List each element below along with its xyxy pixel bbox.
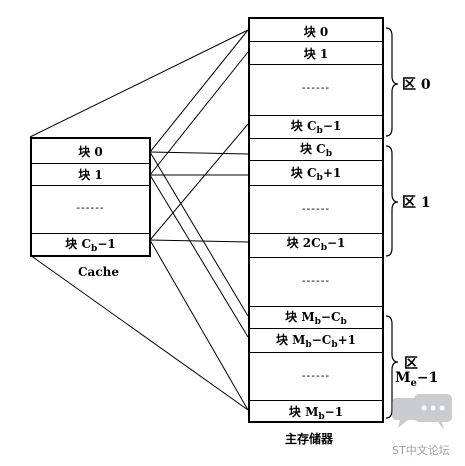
divider [250,64,382,65]
watermark-logo-icon [390,392,460,440]
cache-box: 块 0 块 1 ------ 块 Cb−1 [30,137,151,257]
mem-block-2cb-1: 块 2Cb−1 [286,236,346,253]
cache-block-1: 块 1 [78,168,103,182]
zone-1-label: 区 1 [402,195,431,211]
zone-last-label-b: Me−1 [395,370,439,389]
map-line [149,51,249,176]
divider [250,257,382,258]
brace-zone-last [385,315,399,419]
map-line [149,151,249,317]
cache-block-0: 块 0 [78,145,103,159]
mem-block-mb-cb+1: 块 Mb−Cb+1 [275,333,357,350]
divider [250,41,382,42]
mem-block-cb-1: 块 Cb−1 [290,119,342,136]
mem-block-1: 块 1 [303,47,329,61]
main-memory-caption: 主存储器 [285,432,334,446]
mem-block-0: 块 0 [303,25,329,39]
map-line [149,29,249,153]
divider [250,306,382,307]
brace-zone-1 [385,145,399,257]
mem-block-mb-1: 块 Mb−1 [288,405,344,422]
map-line [149,151,249,155]
map-line [149,239,249,243]
divider [32,233,149,234]
divider [250,138,382,139]
divider [32,163,149,164]
map-line [149,239,249,411]
mem-block-cb: 块 Cb [299,142,333,159]
zone-last-label-a: 区 [404,356,418,372]
divider [250,115,382,116]
zone-0-label: 区 0 [402,77,431,93]
mem-ellipsis-4: ------ [301,369,331,382]
map-line [149,123,249,241]
divider [250,185,382,186]
mem-block-cb+1: 块 Cb+1 [290,166,342,183]
mem-ellipsis-1: ------ [301,81,331,94]
divider [32,185,149,186]
cache-block-cb-1: 块 Cb−1 [65,237,116,254]
mem-ellipsis-3: ------ [301,274,331,287]
cache-caption: Cache [78,265,119,279]
divider [250,160,382,161]
map-line [29,29,249,138]
main-memory-box: 块 0 块 1 ------ 块 Cb−1 块 Cb 块 Cb+1 ------… [248,17,384,423]
mem-block-mb-cb: 块 Mb−Cb [285,310,347,327]
watermark-text: ST中文论坛 [392,444,450,457]
divider [250,233,382,234]
mem-ellipsis-2: ------ [301,202,331,215]
divider [250,400,382,401]
map-line [29,254,249,411]
divider [250,352,382,353]
cache-ellipsis: ------ [76,201,105,214]
brace-zone-0 [385,27,399,137]
divider [250,328,382,329]
map-line [149,174,249,338]
